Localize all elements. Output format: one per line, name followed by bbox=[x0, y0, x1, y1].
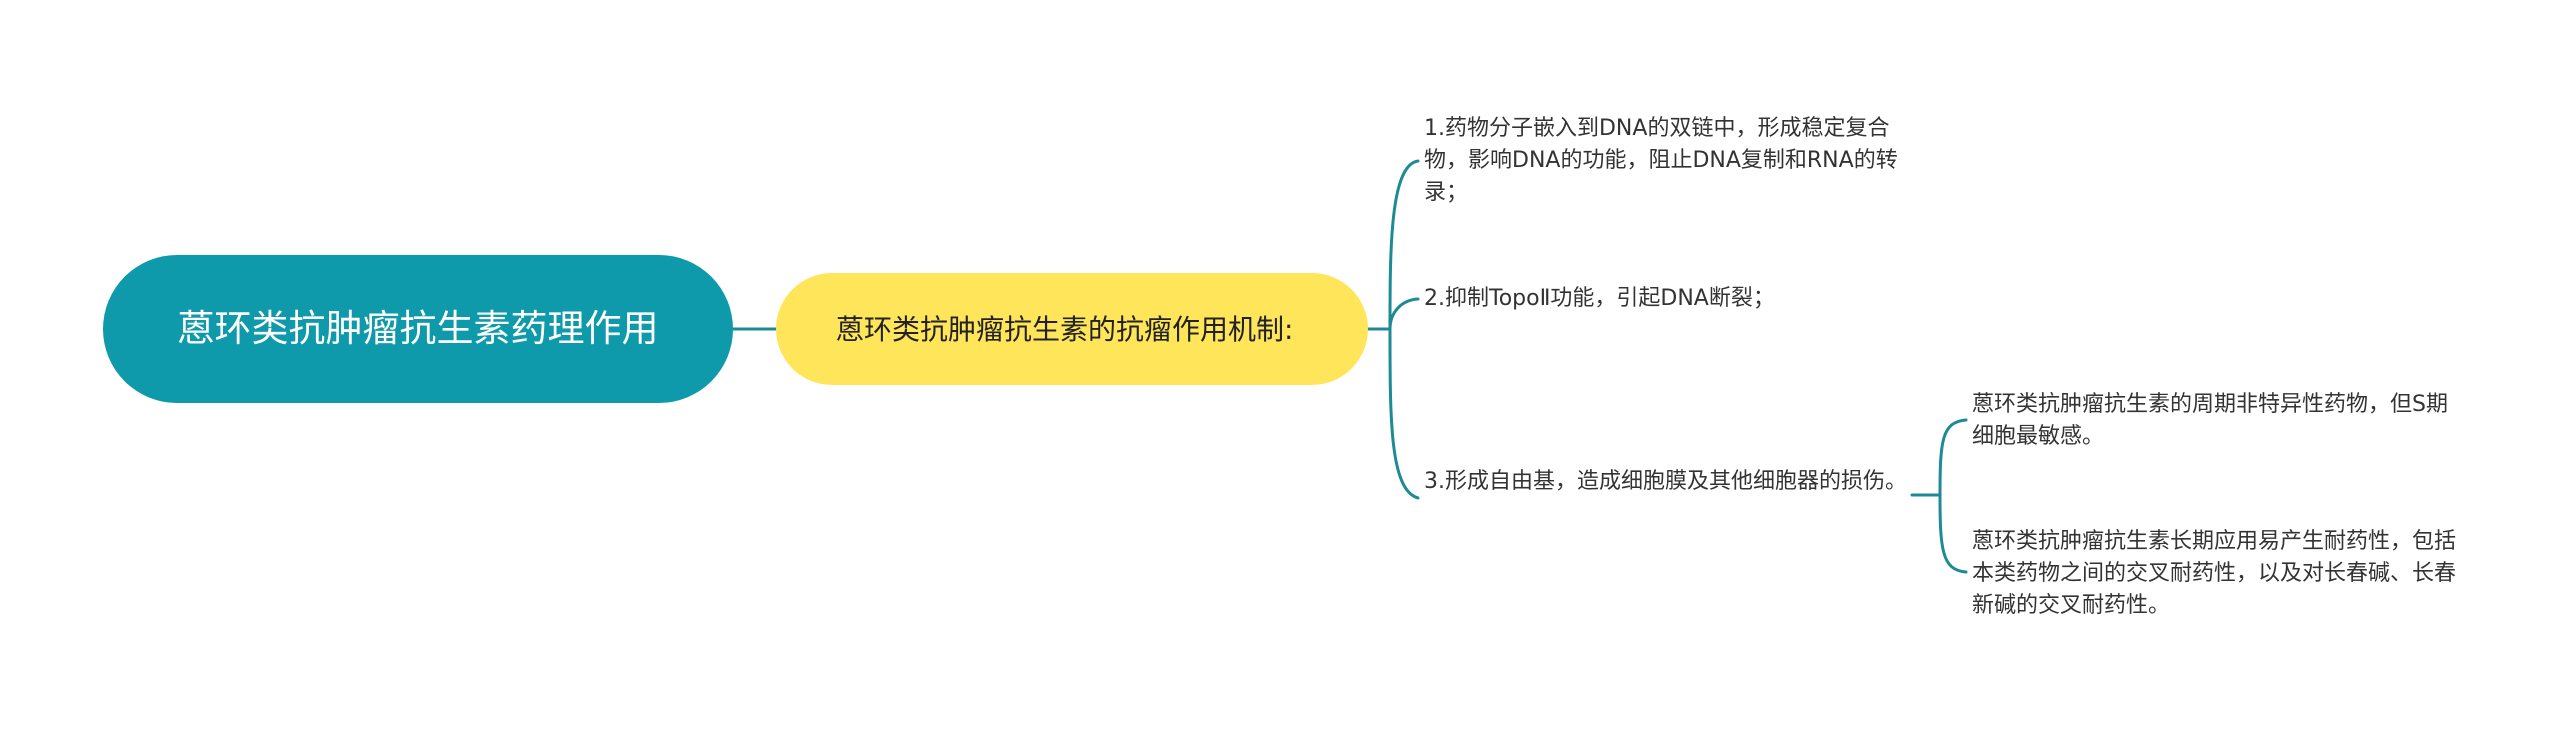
connectors bbox=[731, 159, 1968, 574]
branch-topic-node[interactable]: 蒽环类抗肿瘤抗生素的抗瘤作用机制: bbox=[776, 273, 1368, 385]
subleaf-topic-label: 蒽环类抗肿瘤抗生素长期应用易产生耐药性，包括本类药物之间的交叉耐药性，以及对长春… bbox=[1972, 529, 2457, 618]
leaf-topic-label: 3.形成自由基，造成细胞膜及其他细胞器的损伤。 bbox=[1424, 469, 1907, 494]
root-topic-label: 蒽环类抗肿瘤抗生素药理作用 bbox=[177, 307, 659, 350]
subleaf-topic-label: 蒽环类抗肿瘤抗生素的周期非特异性药物，但S期细胞最敏感。 bbox=[1972, 392, 2448, 449]
leaf-topic-label: 1.药物分子嵌入到DNA的双链中，形成稳定复合物，影响DNA的功能，阻止DNA复… bbox=[1424, 116, 1898, 205]
root-topic-node[interactable]: 蒽环类抗肿瘤抗生素药理作用 bbox=[103, 255, 733, 403]
leaf-topic-dna-intercalation[interactable]: 1.药物分子嵌入到DNA的双链中，形成稳定复合物，影响DNA的功能，阻止DNA复… bbox=[1424, 113, 1912, 209]
connector-branch-to-leaf-1 bbox=[1388, 159, 1420, 331]
connector-leaf-3-to-child-2 bbox=[1938, 493, 1968, 574]
connector-leaf-3-to-child-1 bbox=[1938, 418, 1968, 497]
leaf-topic-free-radicals[interactable]: 3.形成自由基，造成细胞膜及其他细胞器的损伤。 bbox=[1424, 466, 1912, 498]
subleaf-topic-cell-cycle[interactable]: 蒽环类抗肿瘤抗生素的周期非特异性药物，但S期细胞最敏感。 bbox=[1972, 389, 2462, 453]
subleaf-topic-drug-resistance[interactable]: 蒽环类抗肿瘤抗生素长期应用易产生耐药性，包括本类药物之间的交叉耐药性，以及对长春… bbox=[1972, 526, 2462, 622]
leaf-topic-label: 2.抑制TopoⅡ功能，引起DNA断裂； bbox=[1424, 286, 1775, 311]
leaf-topic-topo-ii[interactable]: 2.抑制TopoⅡ功能，引起DNA断裂； bbox=[1424, 283, 1912, 315]
connector-branch-to-leaf-3 bbox=[1388, 327, 1420, 500]
branch-topic-label: 蒽环类抗肿瘤抗生素的抗瘤作用机制: bbox=[836, 312, 1294, 346]
connector-branch-to-leaf-2 bbox=[1388, 297, 1420, 331]
